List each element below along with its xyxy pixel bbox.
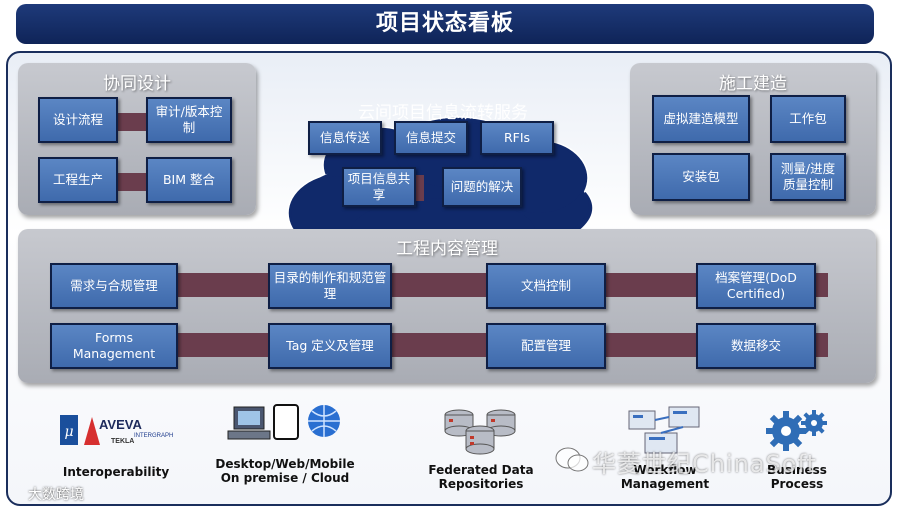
gears-icon xyxy=(766,410,827,451)
engineering-panel: 工程内容管理 需求与合规管理 目录的制作和规范管理 文档控制 档案管理(DoD … xyxy=(18,229,876,383)
federated-data-label: Federated Data Repositories xyxy=(428,463,534,492)
federated-data-item: Federated Data Repositories xyxy=(416,403,546,492)
collab-item-audit-version[interactable]: 审计/版本控制 xyxy=(146,97,232,143)
construction-item-work-package[interactable]: 工作包 xyxy=(770,95,846,143)
construction-item-measure-quality[interactable]: 测量/进度质量控制 xyxy=(770,153,846,201)
engineering-title: 工程内容管理 xyxy=(396,239,498,259)
collab-design-title: 协同设计 xyxy=(103,74,171,94)
collab-item-design-flow[interactable]: 设计流程 xyxy=(38,97,118,143)
eng-item-catalog[interactable]: 目录的制作和规范管理 xyxy=(268,263,392,309)
platform-item: Desktop/Web/Mobile On premise / Cloud xyxy=(210,401,360,486)
eng-item-forms[interactable]: Forms Management xyxy=(50,323,178,369)
corner-watermark: 大数跨境 xyxy=(28,487,84,503)
interoperability-logos-icon: μ AVEVA TEKLA INTERGRAPH xyxy=(60,415,173,445)
watermark: 华菱世纪ChinaSoft xyxy=(592,450,817,478)
interoperability-label: Interoperability xyxy=(62,465,170,479)
cloud-item-info-submit[interactable]: 信息提交 xyxy=(394,121,468,155)
page-title: 项目状态看板 xyxy=(16,4,874,44)
eng-item-data-handover[interactable]: 数据移交 xyxy=(696,323,816,369)
business-process-item: Business Process xyxy=(742,405,852,492)
collab-item-bim-integration[interactable]: BIM 整合 xyxy=(146,157,232,203)
cloud-item-info-transfer[interactable]: 信息传送 xyxy=(308,121,382,155)
interoperability-item: μ AVEVA TEKLA INTERGRAPH Interoperabilit… xyxy=(56,409,176,479)
svg-text:AVEVA: AVEVA xyxy=(99,417,142,432)
collab-design-panel: 协同设计 设计流程 审计/版本控制 工程生产 BIM 整合 xyxy=(18,63,256,215)
cloud-item-project-info-share[interactable]: 项目信息共享 xyxy=(342,167,416,207)
cloud-item-issue-resolution[interactable]: 问题的解决 xyxy=(442,167,522,207)
workflow-item: Workflow Management xyxy=(600,405,730,492)
workflow-label: Workflow Management xyxy=(620,463,710,492)
cloud-item-rfis[interactable]: RFIs xyxy=(480,121,554,155)
svg-text:μ: μ xyxy=(64,424,73,440)
eng-item-archive[interactable]: 档案管理(DoD Certified) xyxy=(696,263,816,309)
construction-item-install-package[interactable]: 安装包 xyxy=(652,153,750,201)
database-icon xyxy=(444,409,516,455)
eng-item-tag[interactable]: Tag 定义及管理 xyxy=(268,323,392,369)
devices-icon xyxy=(227,404,340,440)
connector xyxy=(116,173,150,191)
status-board: 协同设计 设计流程 审计/版本控制 工程生产 BIM 整合 云间项目信息流转服务… xyxy=(6,51,892,506)
connector xyxy=(116,113,150,131)
business-process-label: Business Process xyxy=(767,463,827,492)
construction-item-virtual-model[interactable]: 虚拟建造模型 xyxy=(652,95,750,143)
workflow-icon xyxy=(628,406,700,454)
eng-item-configuration[interactable]: 配置管理 xyxy=(486,323,606,369)
collab-item-engineering-production[interactable]: 工程生产 xyxy=(38,157,118,203)
wechat-icon xyxy=(555,447,589,472)
eng-item-document-control[interactable]: 文档控制 xyxy=(486,263,606,309)
construction-title: 施工建造 xyxy=(719,74,787,94)
cloud-title: 云间项目信息流转服务 xyxy=(358,103,528,123)
eng-item-requirements[interactable]: 需求与合规管理 xyxy=(50,263,178,309)
svg-text:TEKLA: TEKLA xyxy=(111,438,134,445)
svg-text:INTERGRAPH: INTERGRAPH xyxy=(134,433,173,439)
construction-panel: 施工建造 虚拟建造模型 工作包 安装包 测量/进度质量控制 xyxy=(630,63,876,215)
platform-label: Desktop/Web/Mobile On premise / Cloud xyxy=(215,457,355,486)
